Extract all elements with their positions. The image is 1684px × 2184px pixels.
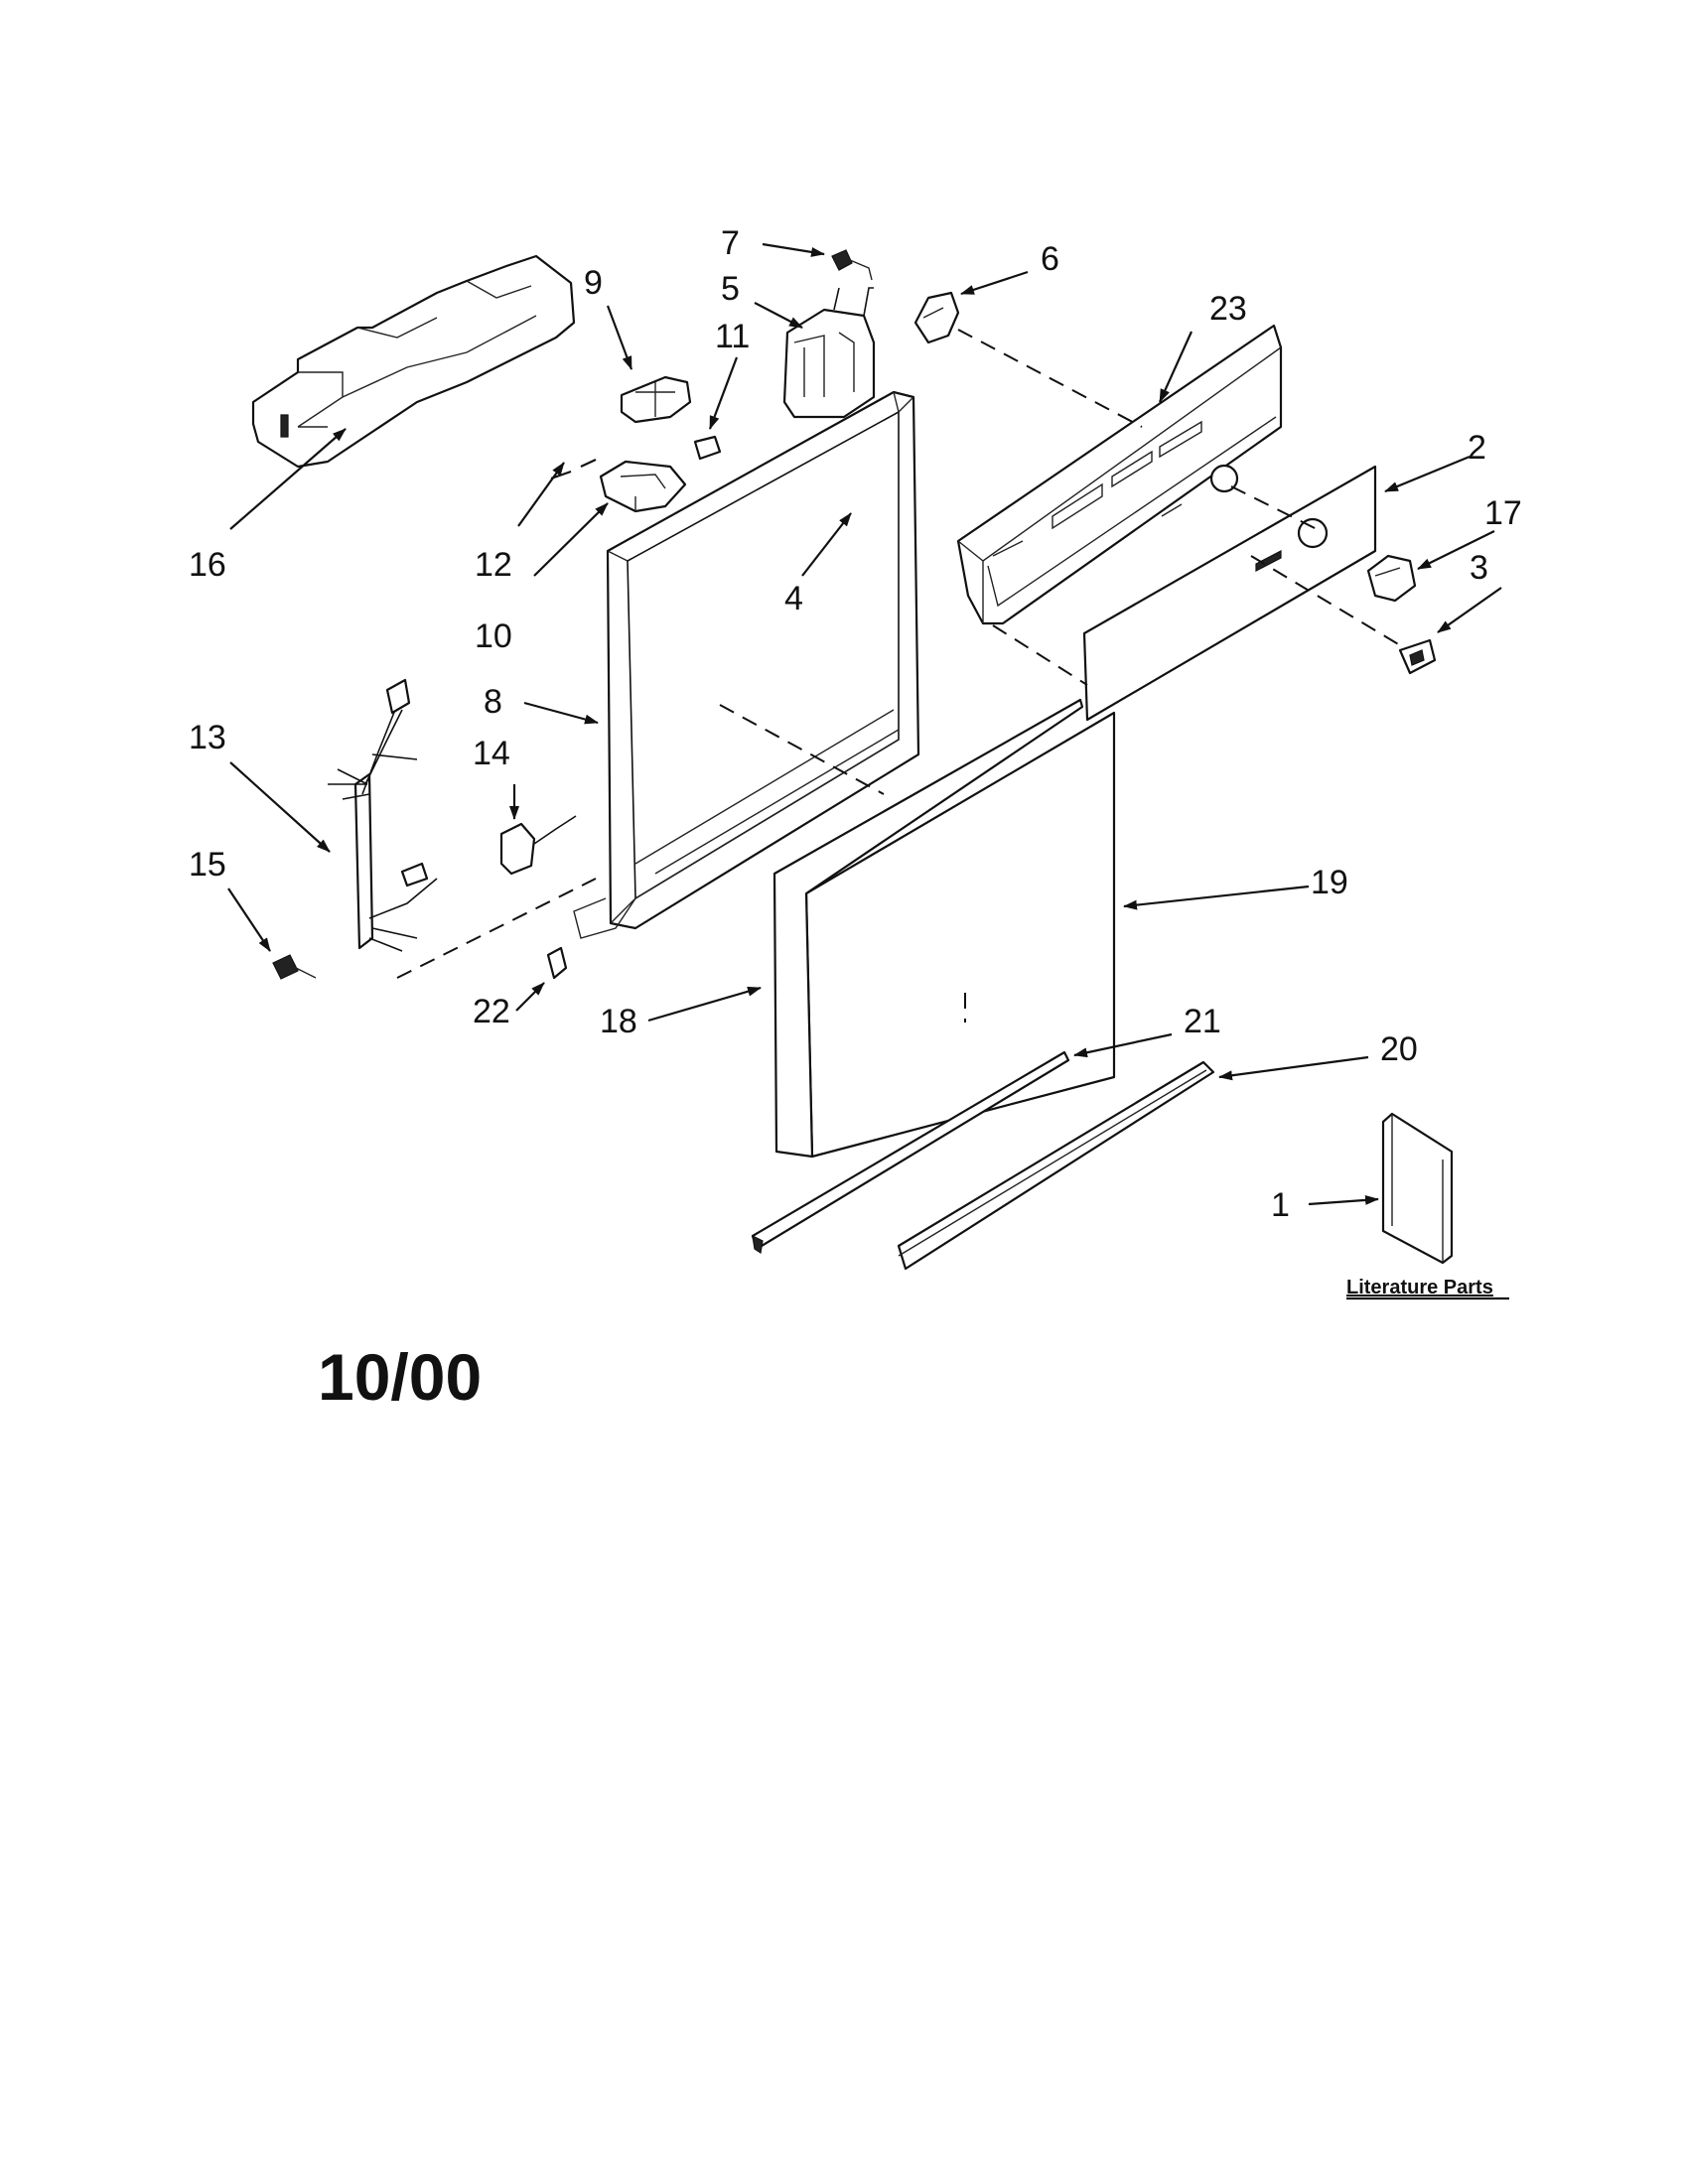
callout-7: 7 [721, 224, 740, 262]
callout-17: 17 [1484, 494, 1522, 532]
callout-13: 13 [189, 719, 226, 756]
part-11-clip [693, 435, 722, 461]
part-18-inner-panel [772, 698, 1084, 1159]
callout-11: 11 [715, 318, 750, 355]
callout-4: 4 [784, 580, 803, 617]
part-17-knob [1366, 554, 1417, 603]
part-12-spring [550, 459, 597, 480]
callout-2: 2 [1468, 429, 1486, 467]
callout-16: 16 [189, 546, 226, 584]
part-21-trim [751, 1050, 1070, 1255]
part-20-bottom-trim [897, 1060, 1215, 1271]
callout-6: 6 [1041, 240, 1059, 278]
part-14-connector [499, 815, 577, 876]
callout-22: 22 [473, 993, 510, 1030]
callout-21: 21 [1184, 1003, 1221, 1040]
callout-23: 23 [1209, 290, 1247, 328]
callout-20: 20 [1380, 1030, 1418, 1068]
part-7-screw [831, 249, 873, 281]
part-6-knob [913, 291, 960, 344]
alignment-lines [396, 329, 1401, 1023]
part-9-latch [620, 375, 692, 424]
part-10-strike [599, 460, 687, 513]
callout-8: 8 [484, 683, 502, 721]
part-23-console [956, 324, 1283, 625]
part-2-overlay [1082, 465, 1377, 722]
part-22-clip [546, 946, 568, 980]
part-5-switch [782, 287, 876, 419]
callout-5: 5 [721, 270, 740, 308]
callout-14: 14 [473, 735, 510, 772]
leader-arrows [227, 242, 1502, 1206]
part-3-button [1398, 638, 1437, 675]
callout-1: 1 [1271, 1186, 1290, 1224]
callout-labels: 7 6 5 9 11 23 2 17 3 16 12 4 10 8 13 14 … [189, 224, 1522, 1414]
part-13-harness [328, 678, 438, 952]
callout-18: 18 [600, 1003, 637, 1040]
callout-12: 12 [475, 546, 512, 584]
part-15-screw [272, 954, 317, 980]
callout-3: 3 [1470, 549, 1488, 587]
revision-date: 10/00 [318, 1340, 482, 1414]
callout-9: 9 [584, 264, 603, 302]
part-1-literature [1381, 1112, 1454, 1265]
callout-19: 19 [1311, 864, 1348, 901]
callout-15: 15 [189, 846, 226, 884]
literature-parts-label: Literature Parts [1346, 1277, 1493, 1298]
callout-10: 10 [475, 617, 512, 655]
part-16-housing [251, 254, 576, 469]
